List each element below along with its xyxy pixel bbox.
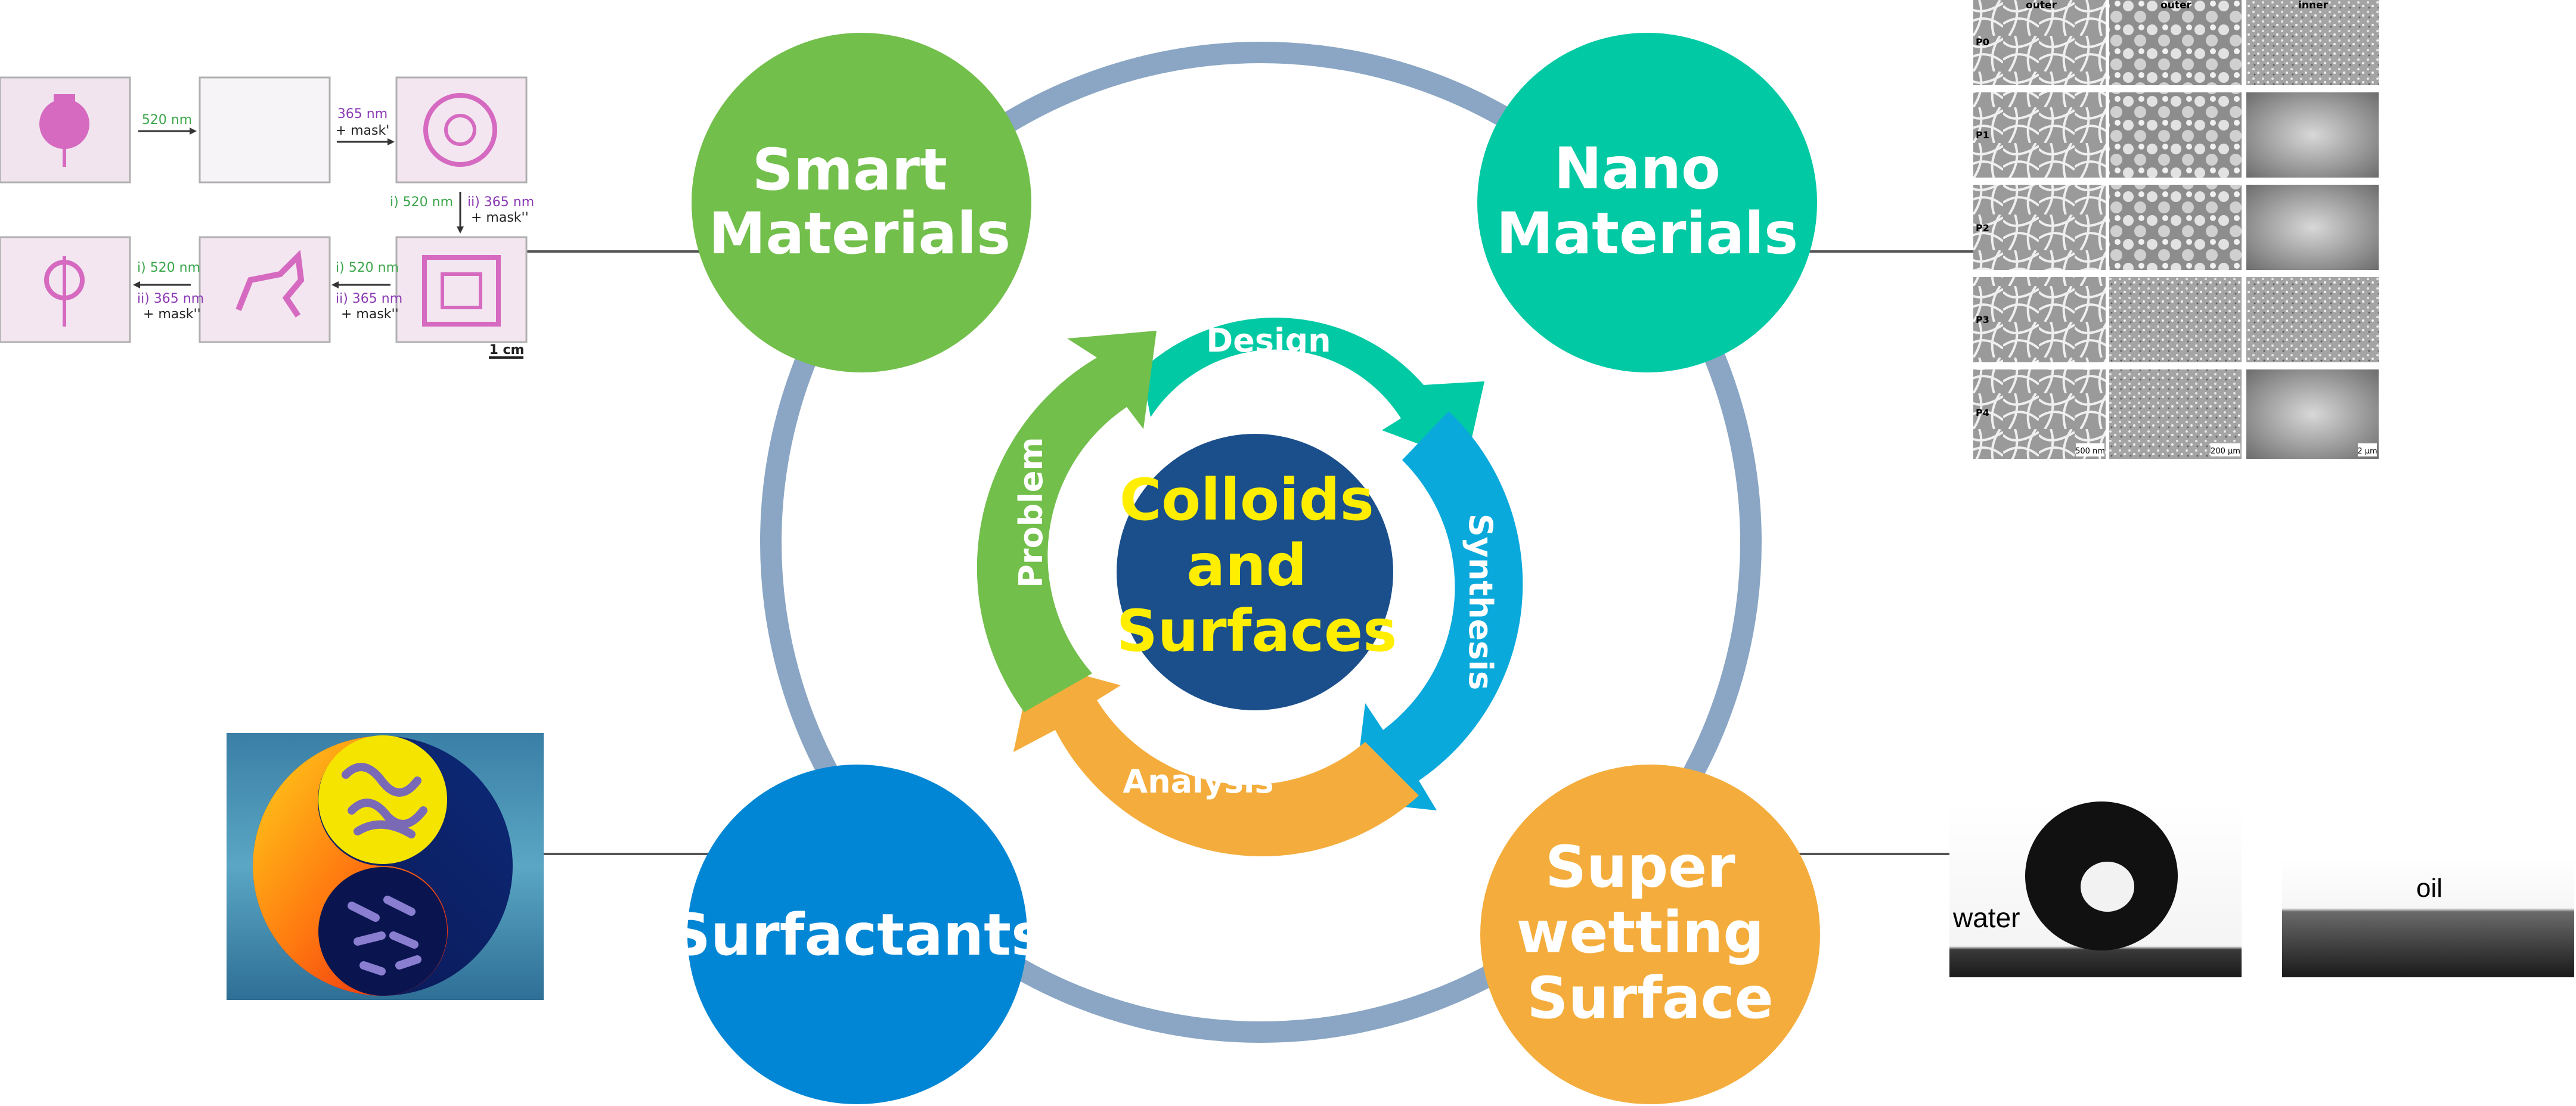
sem-row-label-p4: P4	[1976, 407, 1989, 418]
smart-line-2: Materials	[709, 200, 1010, 267]
photochromic-arrow-4-label-b: ii) 365 nm	[336, 291, 402, 306]
wetting-images: water oil	[1949, 801, 2574, 977]
oil-label: oil	[2416, 874, 2442, 903]
design-label: Design	[1206, 322, 1331, 359]
svg-text:Super wetting Surf: Super wetting Surface	[1517, 834, 1784, 1032]
problem-label: Problem	[1012, 437, 1050, 588]
photochromic-panel-2	[199, 76, 331, 184]
center-title: Colloids and Surfaces	[1117, 467, 1397, 664]
sem-col-1	[1973, 0, 2106, 459]
photochromic-panel-5	[199, 236, 331, 343]
ring-dot	[794, 748, 801, 756]
photochromic-arrow-5-label-b: ii) 365 nm	[137, 291, 204, 306]
svg-text:Surfactants: Surfactants	[669, 902, 1045, 968]
water-label: water	[1952, 902, 2020, 933]
photochromic-figure: 520 nm 365 nm + mask' i) 520 nm ii) 365 …	[0, 76, 534, 359]
photochromic-scale-bar: 1 cm	[489, 343, 525, 358]
node-smart-materials: Smart Materials	[692, 33, 1031, 372]
yin-top-circle	[318, 735, 447, 864]
photochromic-arrow-2-label-b: + mask'	[336, 123, 390, 138]
photochromic-arrow-3-label-c: + mask''	[471, 210, 529, 225]
sem-row-label-p3: P3	[1976, 314, 1989, 325]
photochromic-arrow-4-label-c: + mask''	[341, 307, 399, 322]
center-title-line-2: and	[1186, 532, 1307, 599]
sem-scale-2: 200 µm	[2211, 447, 2240, 456]
sem-scale-1: 500 nm	[2075, 447, 2105, 456]
yin-bottom-circle	[318, 867, 447, 996]
sem-col-3	[2246, 0, 2379, 459]
center-title-line-1: Colloids	[1120, 467, 1374, 533]
water-drop-image: water	[1949, 801, 2242, 977]
photochromic-arrow-3-label-a: i) 520 nm	[390, 195, 453, 210]
smart-line-1: Smart	[752, 136, 947, 203]
cycle-arrows	[977, 317, 1523, 857]
nano-line-1: Nano	[1554, 135, 1721, 202]
design-arrow	[1142, 317, 1484, 462]
photochromic-panel-1	[0, 76, 131, 184]
sem-row-label-p1: P1	[1976, 129, 1989, 141]
sem-scale-3: 2 µm	[2357, 447, 2377, 456]
oil-film-image: oil	[2282, 858, 2574, 977]
photochromic-panel-4	[395, 236, 528, 343]
node-nano-materials: Nano Materials	[1477, 33, 1817, 372]
synthesis-arrow	[1353, 411, 1523, 810]
photochromic-panel-6	[0, 236, 131, 343]
svg-text:Smart Materials: Smart Materials	[709, 136, 1010, 267]
superwetting-line-1: Super	[1545, 834, 1735, 900]
surfactant-image	[227, 733, 544, 1000]
sem-row-label-p0: P0	[1976, 36, 1989, 48]
sem-row-label-p2: P2	[1976, 222, 1989, 234]
sem-col-2-header: outer	[2160, 0, 2191, 11]
nano-line-2: Materials	[1496, 200, 1798, 267]
sem-col-2	[2109, 0, 2242, 459]
photochromic-panel-3	[395, 76, 528, 184]
sem-col-3-header: inner	[2298, 0, 2329, 11]
superwetting-line-3: Surface	[1527, 965, 1773, 1032]
node-superwetting-surface: Super wetting Surface	[1480, 765, 1820, 1104]
sem-col-1-header: outer	[2026, 0, 2057, 11]
photochromic-arrow-2-label-a: 365 nm	[337, 107, 388, 122]
sem-figure: outer outer inner P0 P1 P2 P3 P4 500 nm …	[1973, 0, 2379, 459]
photochromic-arrow-1-label: 520 nm	[142, 113, 192, 128]
node-surfactants: Surfactants	[669, 765, 1045, 1104]
surfactants-line-1: Surfactants	[669, 902, 1045, 968]
superwetting-line-2: wetting	[1517, 899, 1765, 966]
center-circle	[1117, 434, 1393, 710]
center-title-line-3: Surfaces	[1117, 598, 1397, 664]
svg-text:Nano Materials: Nano Materials	[1496, 135, 1798, 267]
photochromic-arrow-5-label-c: + mask''	[143, 307, 201, 322]
photochromic-arrow-5-label-a: i) 520 nm	[137, 260, 200, 275]
analysis-label: Analysis	[1123, 763, 1273, 800]
analysis-arrow	[1013, 661, 1419, 857]
outer-ring	[760, 42, 1762, 1043]
synthesis-label: Synthesis	[1462, 514, 1499, 690]
photochromic-arrow-3-label-b: ii) 365 nm	[467, 195, 534, 210]
problem-arrow	[977, 331, 1157, 712]
photochromic-arrow-4-label-a: i) 520 nm	[336, 260, 399, 275]
